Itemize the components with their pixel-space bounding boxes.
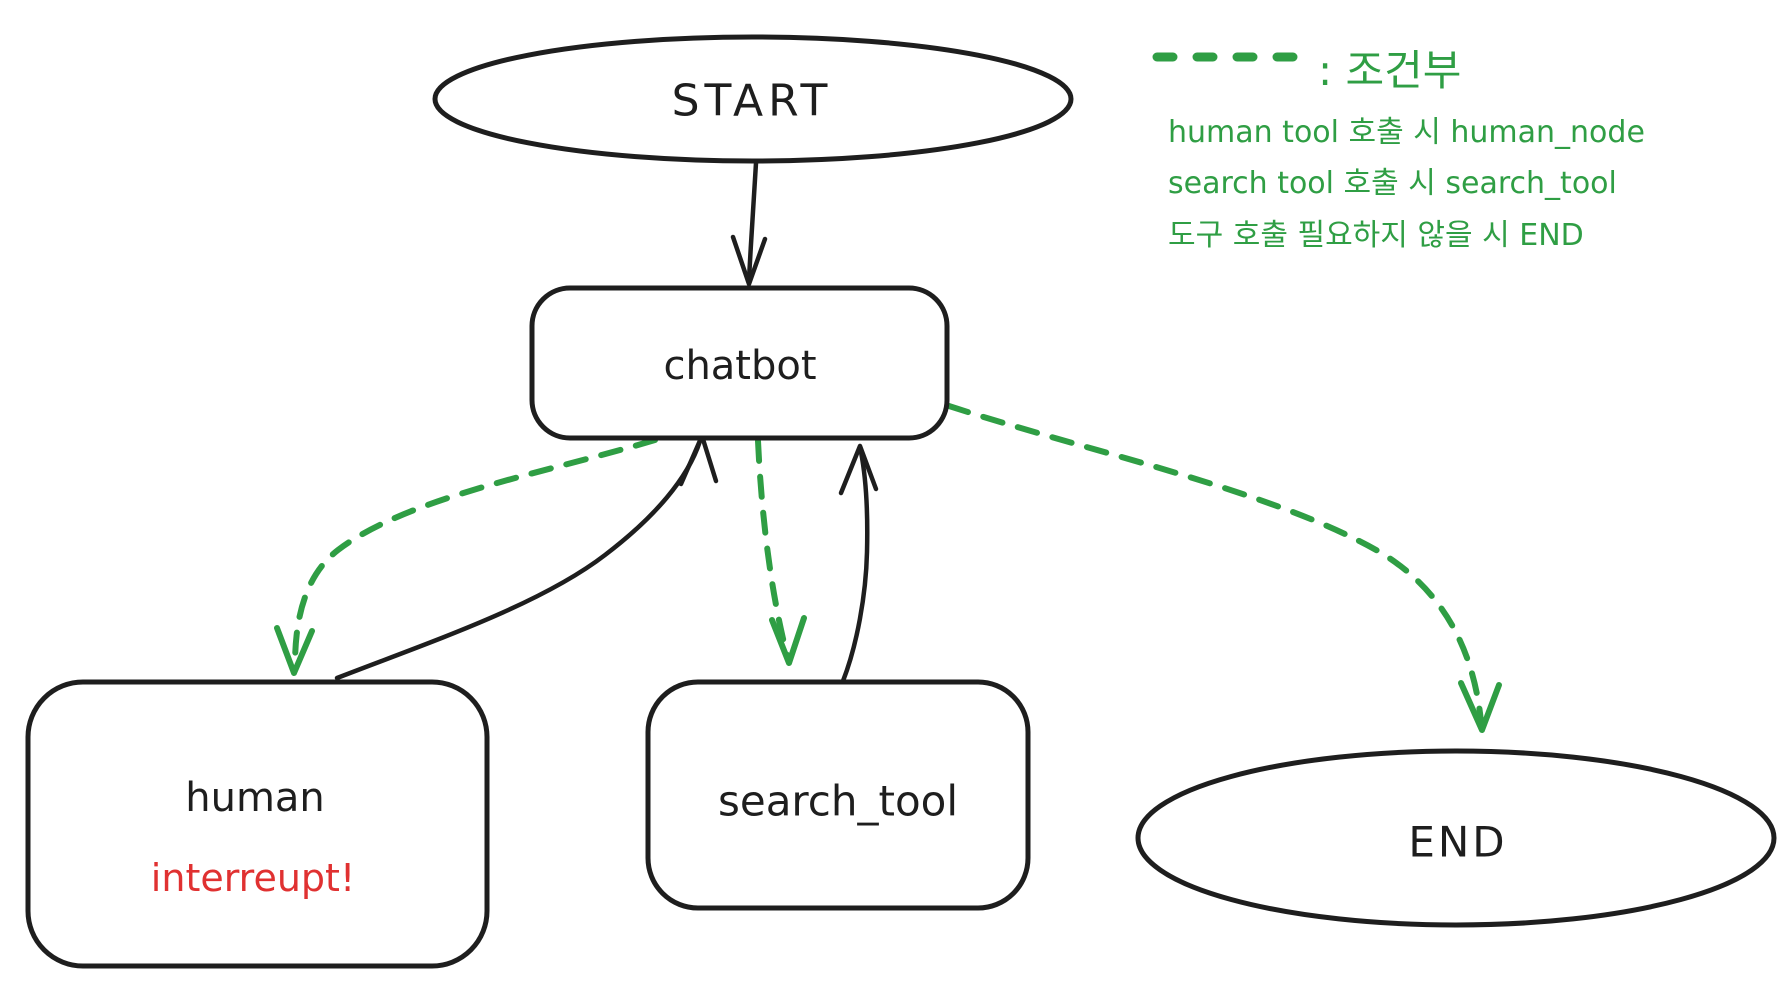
chatbot-rect — [529, 285, 950, 441]
edge-human-to-chatbot — [334, 433, 719, 681]
legend-dash-meaning: : 조건부 — [1318, 46, 1461, 95]
node-end: END — [1135, 748, 1777, 928]
edge-chatbot-to-searchtool — [755, 438, 807, 666]
edge-start-to-chatbot-arrowhead-icon — [730, 234, 768, 287]
start-ellipse — [432, 34, 1074, 164]
edge-chatbot-to-searchtool-arrowhead-icon — [769, 615, 807, 666]
edge-searchtool-to-chatbot-arrowhead-icon — [838, 443, 879, 496]
edge-chatbot-to-human-line — [292, 437, 658, 669]
human-label: human — [185, 775, 325, 821]
node-search-tool: search_tool — [645, 679, 1031, 911]
edge-chatbot-to-end — [946, 403, 1502, 733]
edge-start-to-chatbot-line — [746, 160, 759, 282]
start-label: START — [672, 76, 833, 127]
edge-chatbot-to-human — [274, 437, 658, 676]
edge-chatbot-to-end-arrowhead-icon — [1458, 680, 1502, 733]
chatbot-label: chatbot — [663, 343, 816, 389]
legend-line-3: 도구 호출 필요하지 않을 시 END — [1168, 218, 1584, 253]
edge-searchtool-to-chatbot — [838, 443, 879, 684]
edge-human-to-chatbot-arrowhead-icon — [678, 433, 719, 487]
legend-line-1: human tool 호출 시 human_node — [1168, 115, 1645, 150]
end-ellipse — [1135, 748, 1777, 928]
legend: : 조건부 human tool 호출 시 human_node search … — [1152, 46, 1645, 253]
edge-chatbot-to-end-line — [946, 403, 1484, 725]
edge-searchtool-to-chatbot-line — [840, 449, 870, 684]
human-rect — [25, 679, 490, 969]
edge-start-to-chatbot — [730, 160, 768, 287]
edge-chatbot-to-searchtool-line — [755, 438, 790, 658]
edge-chatbot-to-human-arrowhead-icon — [274, 625, 315, 676]
node-human: human interreupt! — [25, 679, 490, 969]
edge-human-to-chatbot-line — [334, 438, 703, 681]
end-label: END — [1408, 818, 1507, 867]
search-tool-label: search_tool — [718, 777, 958, 826]
search-tool-rect — [645, 679, 1031, 911]
node-start: START — [432, 34, 1074, 164]
human-interrupt-label: interreupt! — [151, 856, 355, 900]
node-chatbot: chatbot — [529, 285, 950, 441]
legend-line-2: search tool 호출 시 search_tool — [1168, 166, 1617, 201]
